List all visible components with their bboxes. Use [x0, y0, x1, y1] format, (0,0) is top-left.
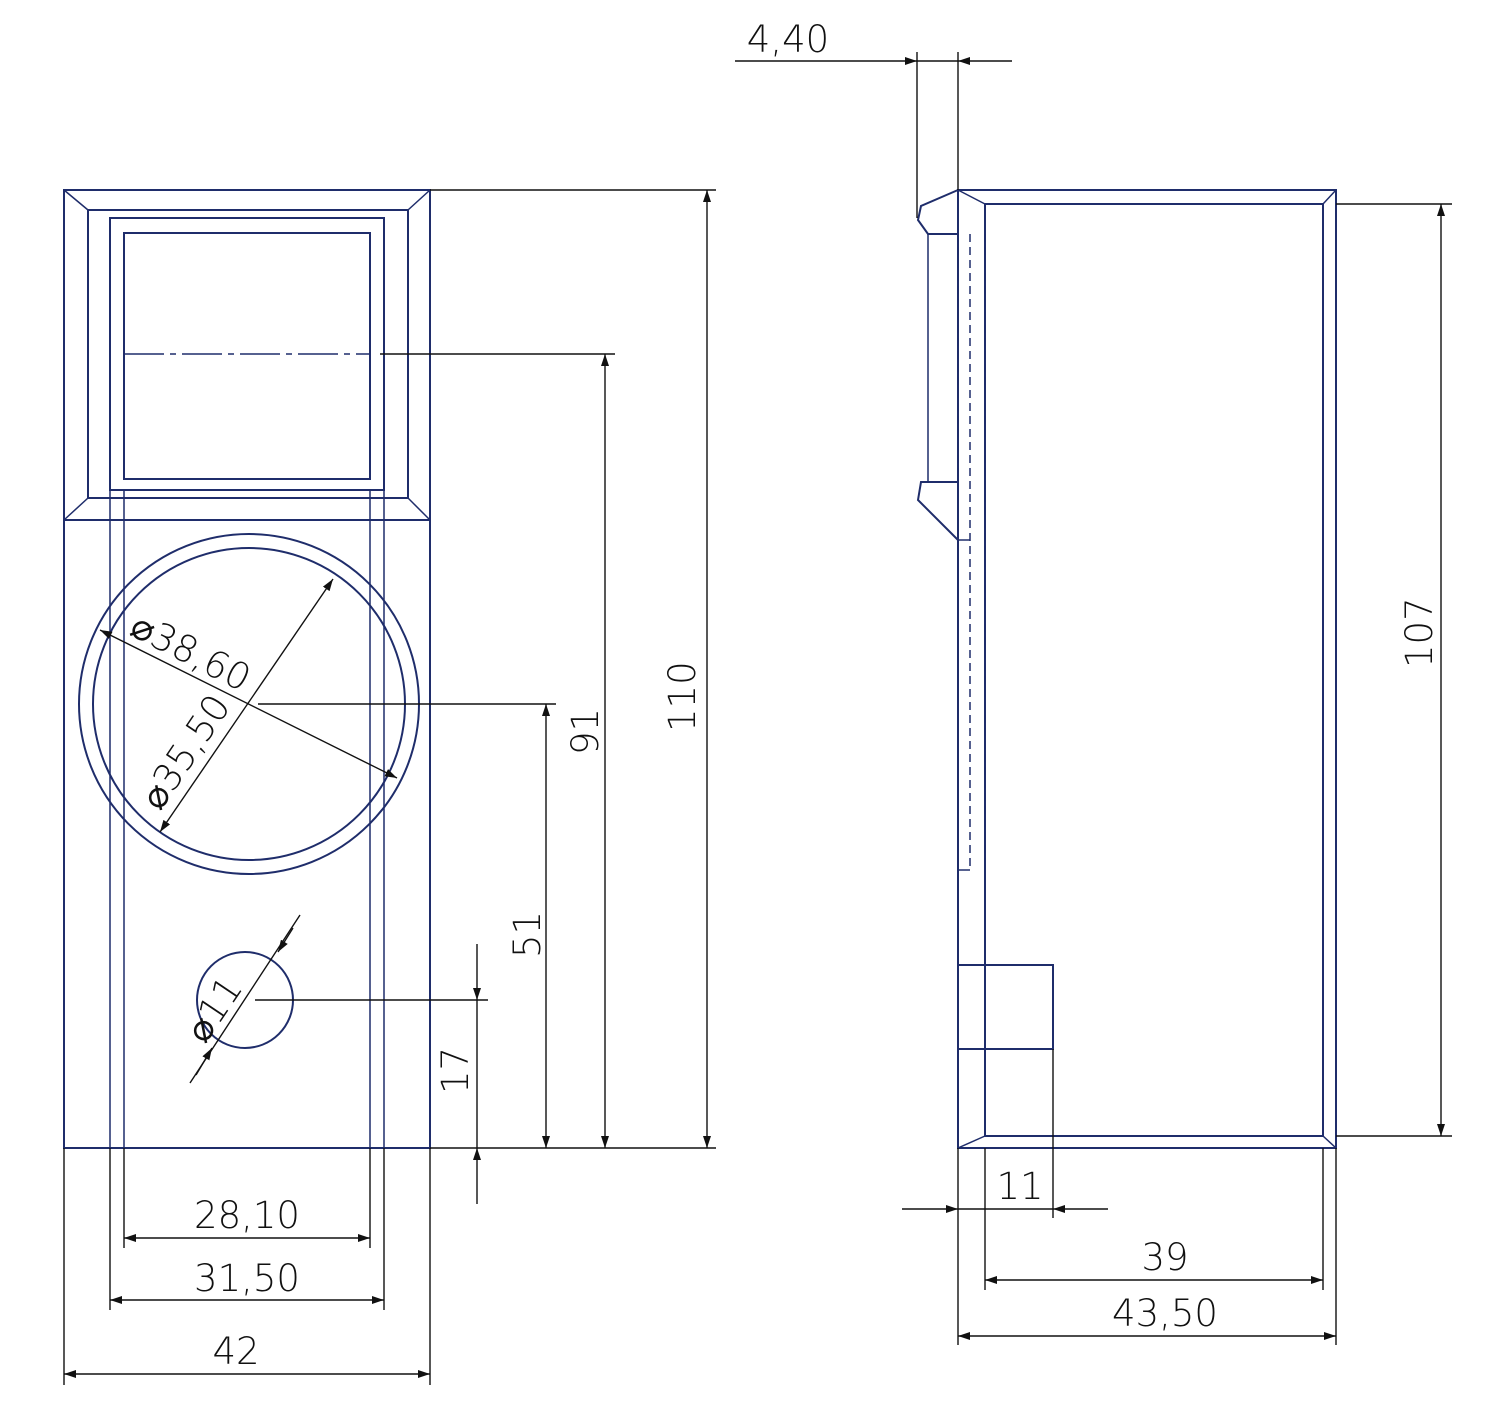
dim-31-50: 31,50 — [194, 1257, 300, 1300]
dim-39: 39 — [1141, 1236, 1188, 1279]
side-view: 4,40 107 11 39 43,50 — [735, 18, 1452, 1345]
front-view: ⌀38,60 ⌀35,50 ⌀11 110 91 51 17 28,10 31,… — [63, 189, 716, 1385]
dim-diameter-38-60: ⌀38,60 — [124, 604, 258, 701]
side-outline — [957, 189, 1337, 1149]
dim-diameter-35-50: ⌀35,50 — [132, 687, 239, 817]
dim-110: 110 — [661, 661, 704, 732]
dim-42: 42 — [212, 1330, 259, 1373]
dim-11-side: 11 — [996, 1165, 1043, 1208]
front-window — [123, 232, 371, 480]
dim-43-50: 43,50 — [1112, 1292, 1218, 1335]
side-lip — [916, 189, 959, 235]
front-bezel-outer — [63, 189, 431, 521]
dim-51: 51 — [506, 911, 549, 958]
dim-diameter-11: ⌀11 — [177, 968, 251, 1050]
dim-91: 91 — [564, 708, 607, 755]
dim-17: 17 — [434, 1047, 477, 1094]
side-block — [957, 964, 1054, 1050]
dim-4-40: 4,40 — [747, 18, 829, 61]
dim-28-10: 28,10 — [194, 1194, 300, 1237]
dim-107: 107 — [1398, 597, 1441, 668]
side-inner — [984, 203, 1324, 1137]
